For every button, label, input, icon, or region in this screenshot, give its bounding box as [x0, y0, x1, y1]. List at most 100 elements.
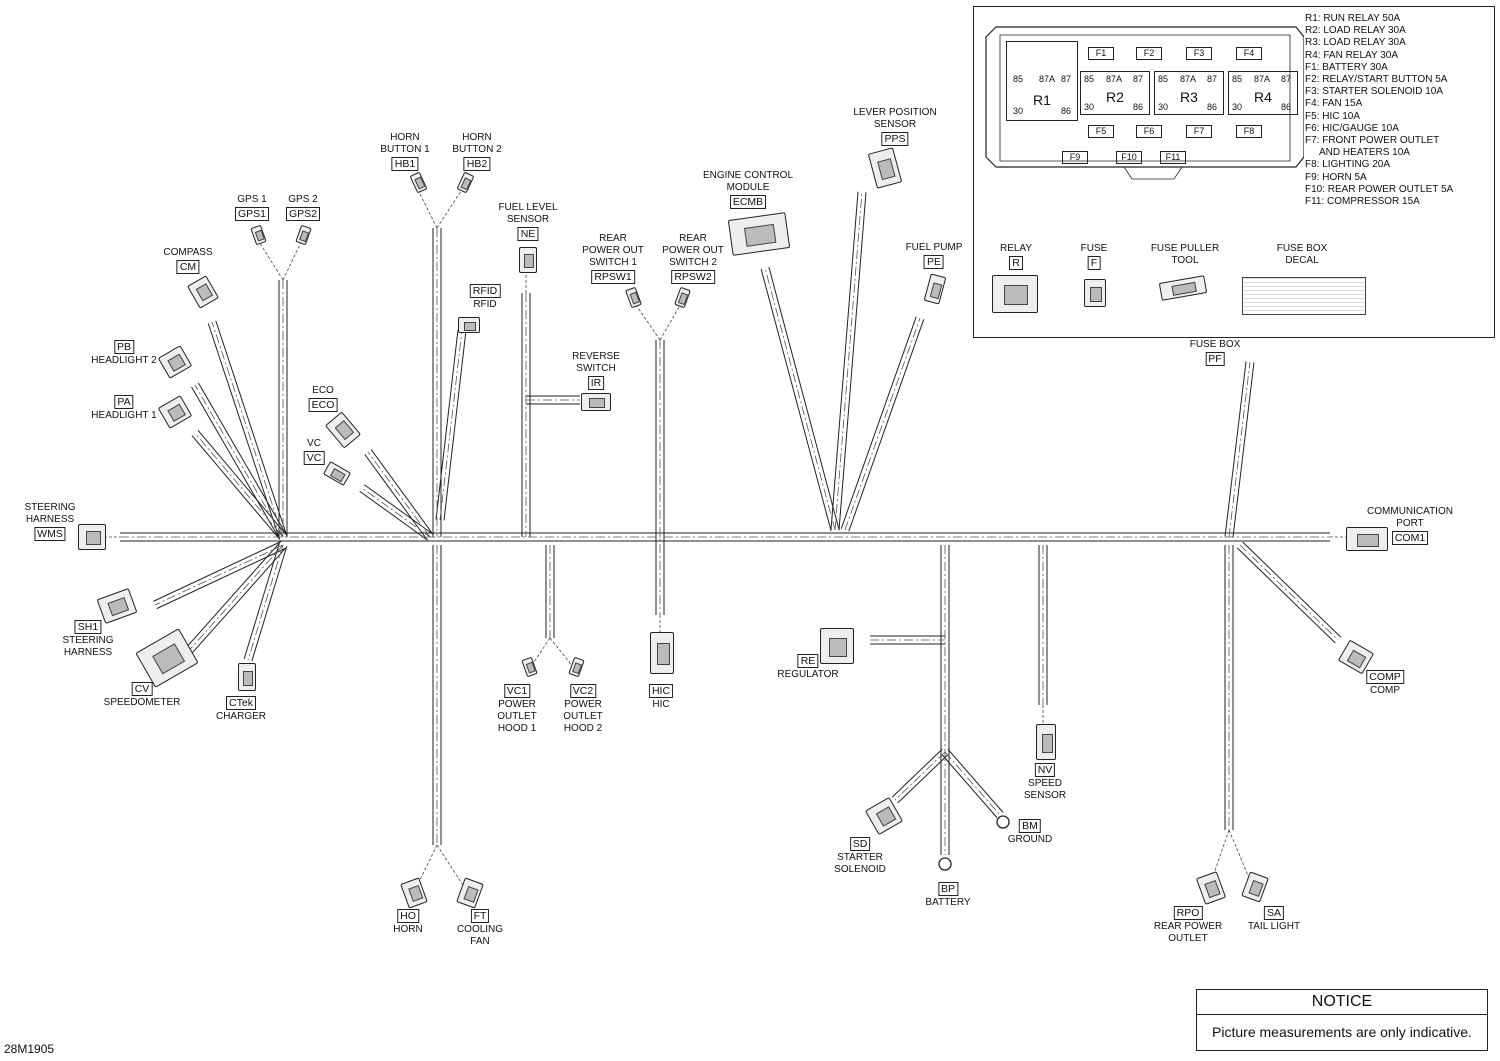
sd-name-1: STARTER [837, 852, 883, 863]
nv-name-1: SPEED [1028, 778, 1062, 789]
ctek-label: CTek CHARGER [216, 695, 266, 723]
com1-connector [1346, 527, 1388, 551]
hb2-label: HORN BUTTON 2 HB2 [452, 132, 502, 172]
ecmb-name-2: MODULE [726, 182, 770, 193]
fuse-box-decal-icon [1242, 277, 1366, 315]
lead-dash-7 [659, 301, 683, 341]
part-relay: RELAY R [1000, 243, 1032, 271]
nv-name-2: SENSOR [1023, 790, 1067, 801]
rpsw2-code: RPSW2 [671, 270, 715, 284]
lever-position-branch-centerline [834, 191, 863, 531]
eco-branch-wire [364, 449, 434, 540]
gps1-code: GPS1 [234, 207, 270, 221]
wms-label: STEERING HARNESS WMS [24, 502, 76, 542]
speedometer-branch-wire [181, 542, 287, 658]
speedometer-branch-centerline [184, 544, 284, 656]
fuse-box-outline [985, 26, 1304, 180]
relay-part-icon [992, 275, 1038, 313]
gps1-name: GPS 1 [237, 194, 267, 205]
legend-f6: F6: HIC/GAUGE 10A [1305, 122, 1399, 134]
sh1-name-1: STEERING [62, 635, 114, 646]
fuel-pump-branch-wire [840, 316, 925, 532]
part-puller-name-1: FUSE PULLER [1150, 243, 1220, 254]
rfid-branch-centerline [439, 329, 463, 521]
trunk-wire [120, 532, 1330, 542]
part-fuse-code: F [1087, 256, 1101, 270]
starter-solenoid-branch-wire [891, 748, 949, 804]
pps-name-1: LEVER POSITION [853, 107, 937, 118]
part-decal-name-1: FUSE BOX [1276, 243, 1328, 254]
hb2-name-1: HORN [462, 132, 492, 143]
gps-branch-wire [278, 280, 288, 537]
fuel-level-branch-wire [521, 293, 531, 537]
ft-name-1: COOLING [456, 924, 504, 935]
vc1-name-1: POWER [498, 699, 536, 710]
headlight2-branch-centerline [194, 384, 284, 538]
ctek-code: CTek [226, 696, 256, 710]
hic-name: HIC [652, 699, 670, 710]
steering-harness-branch-centerline [154, 544, 284, 606]
legend-r4: R4: FAN RELAY 30A [1305, 49, 1399, 61]
part-relay-code: R [1009, 256, 1023, 270]
lead-dash-5 [282, 239, 303, 281]
re-name: REGULATOR [777, 669, 839, 680]
hb1-label: HORN BUTTON 1 HB1 [380, 132, 430, 172]
battery-ring-terminal [938, 857, 952, 871]
r2-pin-85: 85 [1084, 74, 1095, 84]
r3-name: R3 [1180, 89, 1198, 105]
part-relay-name: RELAY [999, 243, 1033, 254]
legend-f3: F3: STARTER SOLENOID 10A [1305, 86, 1444, 98]
sd-label: SD STARTER SOLENOID [834, 836, 886, 876]
ecm-branch-centerline [764, 267, 836, 531]
cm-label: COMPASS CM [163, 247, 213, 275]
r4-pin-85: 85 [1232, 74, 1243, 84]
pa-name: HEADLIGHT 1 [91, 410, 157, 421]
regulator-stub-wire [870, 635, 945, 645]
hic-branch-wire [655, 340, 665, 615]
rpsw2-label: REAR POWER OUT SWITCH 2 RPSW2 [662, 233, 724, 285]
lever-position-branch-wire [830, 191, 867, 531]
horn-buttons-branch-wire [432, 228, 442, 537]
pps-name-2: SENSOR [873, 119, 917, 130]
vc1-name-3: HOOD 1 [497, 723, 537, 734]
ne-connector [519, 247, 537, 273]
comp-branch-centerline [1239, 544, 1339, 641]
pb-label: PB HEADLIGHT 2 [91, 339, 157, 367]
r1-pin-30: 30 [1013, 106, 1024, 116]
ne-name-1: FUEL LEVEL [498, 202, 558, 213]
vc1-name-2: OUTLET [497, 711, 537, 722]
rfid-branch-wire [435, 329, 467, 521]
ir-name-2: SWITCH [576, 363, 616, 374]
r4-pin-87: 87 [1281, 74, 1292, 84]
notice-title: NOTICE [1197, 990, 1487, 1015]
rpsw2-name-2: POWER OUT [662, 245, 724, 256]
rpsw1-name-2: POWER OUT [582, 245, 644, 256]
sh1-name-2: HARNESS [63, 647, 113, 658]
charger-branch-wire [243, 543, 288, 662]
vc2-code: VC2 [569, 684, 597, 698]
fuse-f1: F1 [1088, 47, 1114, 60]
bm-name: GROUND [1007, 834, 1053, 845]
ctek-name: CHARGER [215, 711, 267, 722]
charger-branch-centerline [247, 544, 284, 661]
fuse-box-panel: 85 87A 87 R1 30 86 85 87A 87 R2 30 86 85… [973, 6, 1495, 338]
rpsw2-name-1: REAR [679, 233, 707, 244]
sd-code: SD [849, 837, 871, 851]
nv-code: NV [1034, 763, 1056, 777]
cm-code: CM [176, 260, 200, 274]
r4-pin-87a: 87A [1254, 74, 1271, 84]
fuse-box-branch-wire [1224, 361, 1255, 538]
bm-label: BM GROUND [1008, 818, 1052, 846]
gps2-name: GPS 2 [288, 194, 318, 205]
wms-name-2: HARNESS [25, 514, 75, 525]
rear-branch-wire [1224, 545, 1234, 830]
sa-code: SA [1263, 906, 1285, 920]
r3-pin-87: 87 [1207, 74, 1218, 84]
pps-code: PPS [881, 132, 909, 146]
r2-pin-87a: 87A [1106, 74, 1123, 84]
sh1-label: SH1 STEERING HARNESS [62, 619, 114, 659]
fuse-f4: F4 [1236, 47, 1262, 60]
sh1-code: SH1 [74, 620, 102, 634]
